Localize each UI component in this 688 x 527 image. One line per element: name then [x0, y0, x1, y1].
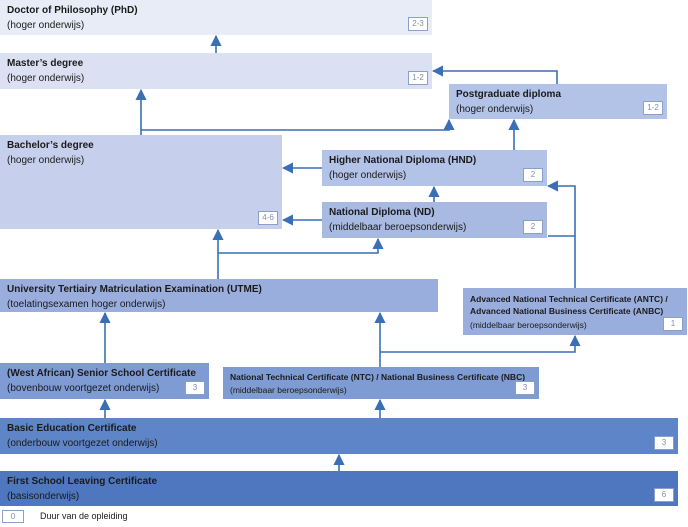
box-subtitle: (hoger onderwijs) [7, 73, 85, 84]
box-title: National Technical Certificate (NTC) / N… [230, 372, 526, 382]
box-subtitle: (hoger onderwijs) [7, 155, 85, 166]
box-title: (West African) Senior School Certificate [7, 368, 196, 379]
box-subtitle: (onderbouw voortgezet onderwijs) [7, 438, 158, 449]
duration-badge: 1 [663, 317, 683, 331]
box-subtitle: (bovenbouw voortgezet onderwijs) [7, 383, 160, 394]
box-title: First School Leaving Certificate [7, 476, 158, 487]
duration-badge: 1-2 [408, 71, 428, 85]
box-senior-school-certificate: (West African) Senior School Certificate… [0, 363, 209, 399]
box-title: Postgraduate diploma [456, 89, 562, 100]
box-title: National Diploma (ND) [329, 207, 435, 218]
box-master: Master’s degree (hoger onderwijs) 1-2 [0, 53, 432, 89]
box-title: Bachelor’s degree [7, 140, 94, 151]
box-bachelor: Bachelor’s degree (hoger onderwijs) 4-6 [0, 135, 282, 229]
box-nd: National Diploma (ND) (middelbaar beroep… [322, 202, 547, 238]
box-title: Doctor of Philosophy (PhD) [7, 5, 138, 16]
box-title-line-2: Advanced National Business Certificate (… [470, 306, 664, 316]
duration-badge: 4-6 [258, 211, 278, 225]
box-subtitle: (middelbaar beroepsonderwijs) [329, 222, 467, 233]
box-subtitle: (hoger onderwijs) [329, 170, 407, 181]
box-subtitle: (hoger onderwijs) [7, 20, 85, 31]
duration-badge: 2 [523, 168, 543, 182]
arrow-ntc-to-antc [380, 334, 581, 353]
box-basic-education-certificate: Basic Education Certificate (onderbouw v… [0, 418, 678, 454]
duration-badge: 3 [654, 436, 674, 450]
box-subtitle: (middelbaar beroepsonderwijs) [470, 320, 587, 330]
box-subtitle: (basisonderwijs) [7, 491, 80, 502]
box-subtitle: (toelatingsexamen hoger onderwijs) [7, 299, 166, 310]
box-utme: University Tertiairy Matriculation Exami… [0, 279, 438, 312]
legend-sample-badge: 0 [2, 510, 24, 523]
arrow-postgrad-to-master [431, 65, 558, 84]
arrow-bachelor-to-postgrad [141, 118, 455, 131]
duration-badge: 3 [515, 381, 535, 395]
box-title: Advanced National Technical Certificate … [470, 293, 668, 317]
box-title: Master’s degree [7, 58, 84, 69]
arrow-utme-to-nd [218, 237, 384, 254]
arrow-antc-to-hnd [546, 180, 576, 288]
box-title-line-1: Advanced National Technical Certificate … [470, 294, 668, 304]
legend-label: Duur van de opleiding [40, 511, 128, 521]
duration-badge: 6 [654, 488, 674, 502]
box-first-school-leaving-certificate: First School Leaving Certificate (basiso… [0, 471, 678, 506]
duration-badge: 1-2 [643, 101, 663, 115]
box-hnd: Higher National Diploma (HND) (hoger ond… [322, 150, 547, 186]
box-subtitle: (middelbaar beroepsonderwijs) [230, 385, 347, 395]
box-title: Higher National Diploma (HND) [329, 155, 477, 166]
box-phd: Doctor of Philosophy (PhD) (hoger onderw… [0, 0, 432, 35]
duration-badge: 2-3 [408, 17, 428, 31]
duration-badge: 3 [185, 381, 205, 395]
box-antc-anbc: Advanced National Technical Certificate … [463, 288, 687, 335]
box-ntc-nbc: National Technical Certificate (NTC) / N… [223, 367, 539, 399]
duration-badge: 2 [523, 220, 543, 234]
box-title: University Tertiairy Matriculation Exami… [7, 284, 262, 295]
box-postgraduate-diploma: Postgraduate diploma (hoger onderwijs) 1… [449, 84, 667, 119]
box-title: Basic Education Certificate [7, 423, 137, 434]
box-subtitle: (hoger onderwijs) [456, 104, 534, 115]
